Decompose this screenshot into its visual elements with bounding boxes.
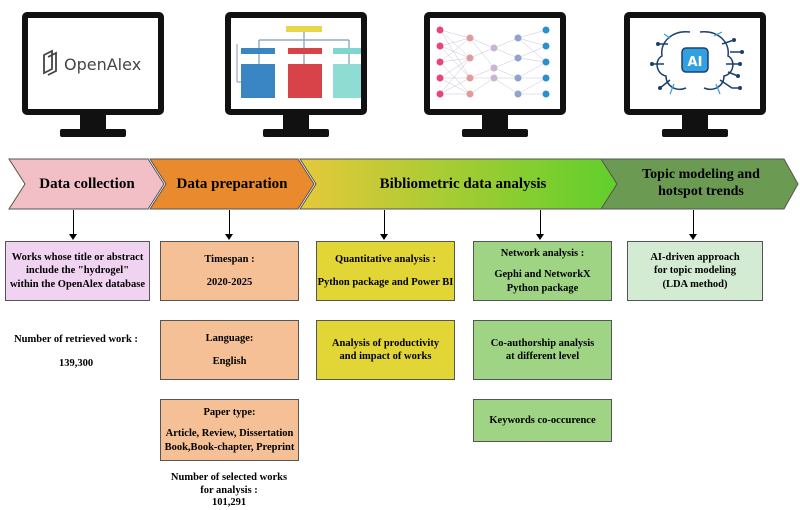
retrieved-works-count: Number of retrieved work : 139,300 <box>14 334 138 369</box>
ai-badge-text: AI <box>688 55 703 70</box>
monitor-ai-brain: AI <box>624 12 766 140</box>
ai-brain-screen: AI <box>630 18 760 109</box>
search-criteria-box: Works whose title or abstract include th… <box>5 241 150 301</box>
stage-preparation-shape <box>149 158 315 210</box>
stage-data-preparation: Data preparation <box>176 175 288 192</box>
monitor-neural-network <box>424 12 566 140</box>
ai-brain-icon: AI <box>650 31 744 95</box>
timespan-box: Timespan : 2020-2025 <box>160 241 299 301</box>
language-box: Language: English <box>160 320 299 380</box>
stage-bibliometric-analysis: Bibliometric data analysis <box>379 175 547 192</box>
monitor-flowchart <box>225 12 367 140</box>
stage-data-collection: Data collection <box>39 175 135 192</box>
network-analysis-box: Network analysis : Gephi and NetworkX Py… <box>473 241 612 301</box>
flowchart-screen <box>231 18 361 109</box>
openalex-logo-icon: OpenAlex <box>43 49 141 76</box>
selected-works-count: Number of selected works for analysis : … <box>170 472 288 509</box>
keywords-cooccurrence-box: Keywords co-occurence <box>473 399 612 442</box>
paper-type-box: Paper type: Article, Review, Dissertatio… <box>160 399 299 461</box>
neural-network-screen <box>430 18 560 109</box>
coauthorship-analysis-box: Co-authorship analysis at different leve… <box>473 320 612 380</box>
monitor-openalex: OpenAlex <box>22 12 164 140</box>
quantitative-analysis-box: Quantitative analysis : Python package a… <box>316 241 455 301</box>
openalex-screen: OpenAlex <box>28 18 158 109</box>
openalex-logo-text: OpenAlex <box>64 55 141 74</box>
stage-banner <box>8 158 799 210</box>
topic-modeling-box: AI-driven approach for topic modeling (L… <box>627 241 763 301</box>
neural-network-icon <box>436 26 550 98</box>
stage-topic-modeling: Topic modeling and hotspot trends <box>642 167 760 199</box>
stage-topic-shape <box>600 158 799 210</box>
productivity-analysis-box: Analysis of productivity and impact of w… <box>316 320 455 380</box>
flowchart-icon <box>236 26 361 98</box>
stage-collection-shape <box>8 158 165 210</box>
